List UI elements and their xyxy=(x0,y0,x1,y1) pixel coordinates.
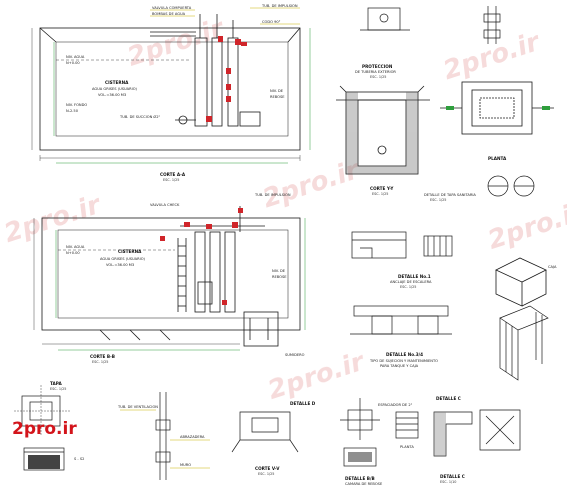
scale-label: ESC. 1/10 xyxy=(440,480,456,484)
detail-c-fill xyxy=(434,412,446,456)
annotation-text: REBOSE xyxy=(272,275,287,279)
detail-subtitle: DE TUBERIA EXTERIOR xyxy=(355,70,396,74)
detail-n3-support xyxy=(350,305,452,335)
section-yy-hatch xyxy=(346,92,418,174)
annotation-text: VALVULA CHECK xyxy=(150,203,180,207)
detail-bb-hatch xyxy=(348,452,372,462)
detail-title: DETALLE No.3/4 xyxy=(386,352,423,357)
scale-label: ESC. 1/25 xyxy=(370,75,386,79)
annotation-text: ESPACIADOR DE 2" xyxy=(378,403,413,407)
section-b-red-valves xyxy=(160,208,243,305)
scale-label: ESC. 1/25 xyxy=(50,387,66,391)
annotation-text: ABRAZADERA xyxy=(180,435,205,439)
detail-grate-plan xyxy=(395,411,419,439)
annotation-text: BOMBAS DE AGUA xyxy=(152,12,186,16)
detail-title: PROTECCION xyxy=(362,64,393,69)
annotation-text: N+0.00 xyxy=(66,61,80,65)
annotation-text: NIV. AGUA xyxy=(66,245,85,249)
detail-title: TAPA xyxy=(50,381,62,386)
cistern-title: CISTERNA xyxy=(118,249,142,254)
section-title: CORTE V-V xyxy=(255,466,280,471)
logo-text: 2pro.ir xyxy=(12,419,77,439)
annotation-text: N-2.50 xyxy=(66,109,79,113)
annotation-text: TUB. DE VENTILACION xyxy=(117,405,158,409)
section-title: CORTE A-A xyxy=(160,172,186,177)
annotation-text: N+0.00 xyxy=(66,251,80,255)
detail-title: DETALLE DE TAPA SANITARIA xyxy=(424,193,476,197)
detail-title: DETALLE C xyxy=(440,474,465,479)
detail-c-corner xyxy=(433,409,521,457)
detail-title: DETALLE C xyxy=(436,396,461,401)
annotation-text: S - S2 xyxy=(74,457,84,461)
detail-vv xyxy=(231,411,299,453)
section-title: CORTE Y-Y xyxy=(370,186,394,191)
detail-title: DETALLE No.1 xyxy=(398,274,431,279)
detail-title: DETALLE D xyxy=(290,401,316,406)
detail-title: DETALLE B/B xyxy=(345,476,375,481)
scale-label: ESC. 1/25 xyxy=(258,472,274,476)
annotation-text: NIV. DE xyxy=(272,269,286,273)
cistern-subtitle: AGUA GRISES (USUARIO) xyxy=(100,257,146,261)
scale-label: ESC. 1/25 xyxy=(92,360,108,364)
scale-label: ESC. 1/25 xyxy=(163,178,179,182)
cistern-subtitle: AGUA GRISES (USUARIO) xyxy=(92,87,138,91)
annotation-text: CAJA xyxy=(548,265,557,269)
annotation-text: VALVULA COMPUERTA xyxy=(152,6,192,10)
annotation-text: NIV. FONDO xyxy=(66,103,87,107)
section-yy-manhole xyxy=(336,85,430,175)
cistern-volume: VOL.=36.00 M3 xyxy=(98,93,126,97)
section-a-cistern xyxy=(31,14,311,164)
detail-n1-anchor xyxy=(351,231,453,259)
annotation-text: PLANTA xyxy=(400,445,414,449)
annotation-text: REBOSE xyxy=(270,95,285,99)
annotation-text: NIV. AGUA xyxy=(66,55,85,59)
plan-title: PLANTA xyxy=(488,156,507,161)
detail-manhole-plan xyxy=(14,385,70,471)
annotation-text: NIV. DE xyxy=(270,89,284,93)
scale-label: ESC. 1/25 xyxy=(400,285,416,289)
annotation-text: TUB. DE IMPULSION xyxy=(254,193,291,197)
detail-subtitle: CAMARA DE REBOSE xyxy=(345,482,383,486)
detail-subtitle: PARA TANQUE Y CAJA xyxy=(380,364,419,368)
cistern-title: CISTERNA xyxy=(105,80,129,85)
annotation-text: SUMIDERO xyxy=(285,353,305,357)
scale-label: ESC. 1/25 xyxy=(372,192,388,196)
detail-tapa-circles xyxy=(487,175,535,197)
site-logo: 2pro.ir xyxy=(12,419,77,439)
plan-box-pipe xyxy=(446,106,550,110)
annotation-text: TUB. DE IMPULSION xyxy=(261,4,298,8)
section-title: CORTE B-B xyxy=(90,354,115,359)
isometric-box xyxy=(495,257,547,307)
detail-subtitle: ANCLAJE DE ESCALERA xyxy=(390,280,432,284)
detail-manhole-fill xyxy=(28,455,60,469)
detail-subtitle: TIPO DE SUJECION Y MANTENIMIENTO xyxy=(369,359,438,363)
section-a-red-valves xyxy=(206,36,247,122)
detail-top-small xyxy=(360,6,501,44)
annotation-text: CODO 90° xyxy=(262,20,281,24)
detail-bb xyxy=(340,398,380,467)
cistern-volume: VOL.=36.00 M3 xyxy=(106,263,134,267)
section-a-annotations xyxy=(150,7,300,25)
isometric-grate xyxy=(499,305,549,381)
detail-vertical-pipe xyxy=(120,392,210,480)
scale-label: ESC. 1/25 xyxy=(430,198,446,202)
annotation-text: TUB. DE SUCCION Ø2" xyxy=(119,114,161,119)
annotation-text: MURO xyxy=(180,463,191,467)
